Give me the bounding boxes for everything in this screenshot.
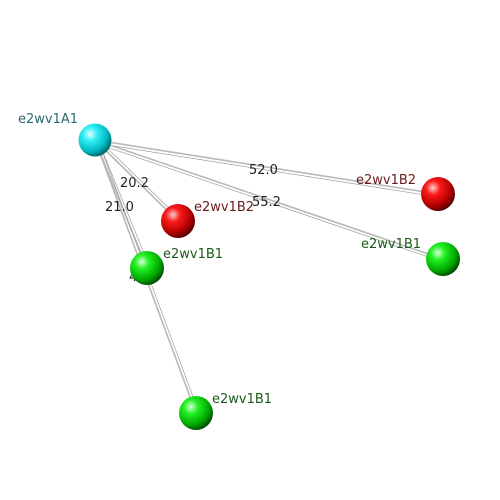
atom-group: [78, 123, 460, 430]
distance-label-a1-b1-mid: 55.2: [252, 195, 281, 210]
atom-b1-mid-sphere[interactable]: [426, 242, 460, 276]
atom-label-b2-far: e2wv1B2: [356, 173, 416, 188]
bond-a1-b2-near-shadow: [96, 137, 181, 220]
bond-a1-b1-mid: [94, 139, 444, 260]
atom-label-b1-low: e2wv1B1: [212, 392, 272, 407]
atom-label-b2-near: e2wv1B2: [194, 200, 254, 215]
bond-a1-b2-far-shadow: [94, 142, 439, 198]
bond-a1-b2-near: [94, 139, 179, 222]
atom-label-b1-mid: e2wv1B1: [361, 237, 421, 252]
atom-b2-near-sphere[interactable]: [161, 204, 195, 238]
atom-b1-low-sphere[interactable]: [179, 396, 213, 430]
distance-labels: 20.2 21.0 52.0 55.2 4: [105, 163, 281, 285]
atom-label-b1-near: e2wv1B1: [163, 247, 223, 262]
atom-b1-near-sphere[interactable]: [130, 251, 164, 285]
distance-label-a1-b1-near: 21.0: [105, 200, 134, 215]
atom-label-a1: e2wv1A1: [18, 112, 78, 127]
atom-a1-sphere[interactable]: [78, 123, 112, 157]
bond-a1-b1-near-shadow: [97, 139, 151, 269]
bond-a1-b2-far: [94, 139, 439, 195]
atom-b2-far-sphere[interactable]: [421, 177, 455, 211]
distance-label-a1-b2-near: 20.2: [120, 176, 149, 191]
atom-labels: e2wv1A1 e2wv1B2 e2wv1B1 e2wv1B2 e2wv1B1 …: [18, 112, 421, 407]
bond-a1-b1-mid-shadow: [94, 142, 444, 263]
distance-label-a1-b2-far: 52.0: [249, 163, 278, 178]
